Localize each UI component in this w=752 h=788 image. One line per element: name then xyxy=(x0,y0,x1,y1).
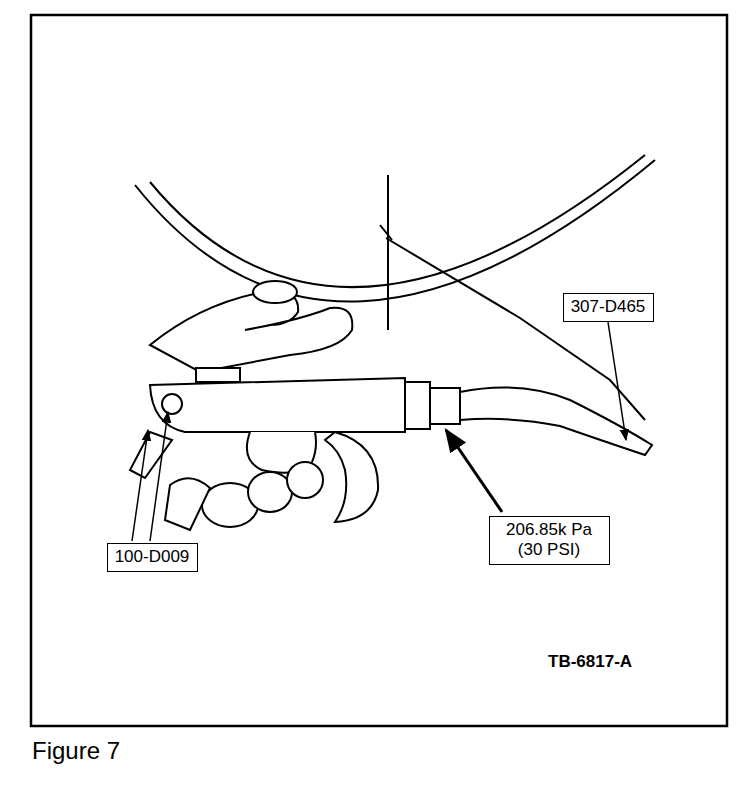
part-number: 206.85k Pa (30 PSI) xyxy=(497,520,602,561)
leader-lines xyxy=(132,322,626,541)
part-label-box: 206.85k Pa (30 PSI) xyxy=(489,516,610,565)
part-label-box: 307-D465 xyxy=(563,293,654,322)
part-number: 307-D465 xyxy=(571,297,646,317)
part-number: 100-D009 xyxy=(115,547,190,567)
figure-code: TB-6817-A xyxy=(548,652,632,672)
figure-caption: Figure 7 xyxy=(32,737,120,765)
figure-frame xyxy=(31,15,727,726)
part-label-box: 100-D009 xyxy=(107,543,198,572)
